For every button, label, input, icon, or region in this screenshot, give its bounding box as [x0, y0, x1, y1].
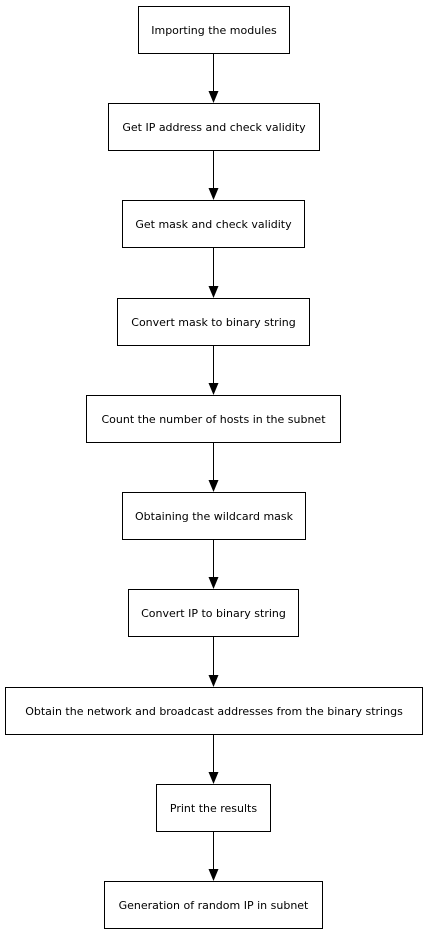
arrow-7 — [208, 637, 219, 687]
arrow-2 — [208, 151, 219, 200]
arrow-4 — [208, 346, 219, 395]
step-get-ip: Get IP address and check validity — [108, 103, 320, 151]
step-label: Obtaining the wildcard mask — [134, 509, 294, 523]
step-label: Count the number of hosts in the subnet — [101, 412, 326, 426]
step-wildcard-mask: Obtaining the wildcard mask — [122, 492, 306, 540]
step-label: Get mask and check validity — [135, 217, 292, 231]
step-label: Generation of random IP in subnet — [118, 898, 309, 912]
step-random-ip: Generation of random IP in subnet — [104, 881, 323, 929]
arrow-1 — [208, 54, 219, 103]
step-import-modules: Importing the modules — [138, 6, 290, 54]
arrow-8 — [208, 735, 219, 784]
step-label: Get IP address and check validity — [122, 120, 306, 134]
step-print-results: Print the results — [156, 784, 271, 832]
step-convert-ip: Convert IP to binary string — [128, 589, 299, 637]
arrow-9 — [208, 832, 219, 881]
arrow-6 — [208, 540, 219, 589]
arrow-3 — [208, 248, 219, 298]
step-label: Importing the modules — [151, 23, 277, 37]
step-get-mask: Get mask and check validity — [122, 200, 305, 248]
step-count-hosts: Count the number of hosts in the subnet — [86, 395, 341, 443]
arrow-5 — [208, 443, 219, 492]
step-label: Convert mask to binary string — [131, 315, 296, 329]
step-network-broadcast: Obtain the network and broadcast address… — [5, 687, 423, 735]
step-label: Convert IP to binary string — [141, 606, 286, 620]
step-label: Print the results — [169, 801, 258, 815]
step-convert-mask: Convert mask to binary string — [117, 298, 310, 346]
step-label: Obtain the network and broadcast address… — [25, 704, 403, 718]
